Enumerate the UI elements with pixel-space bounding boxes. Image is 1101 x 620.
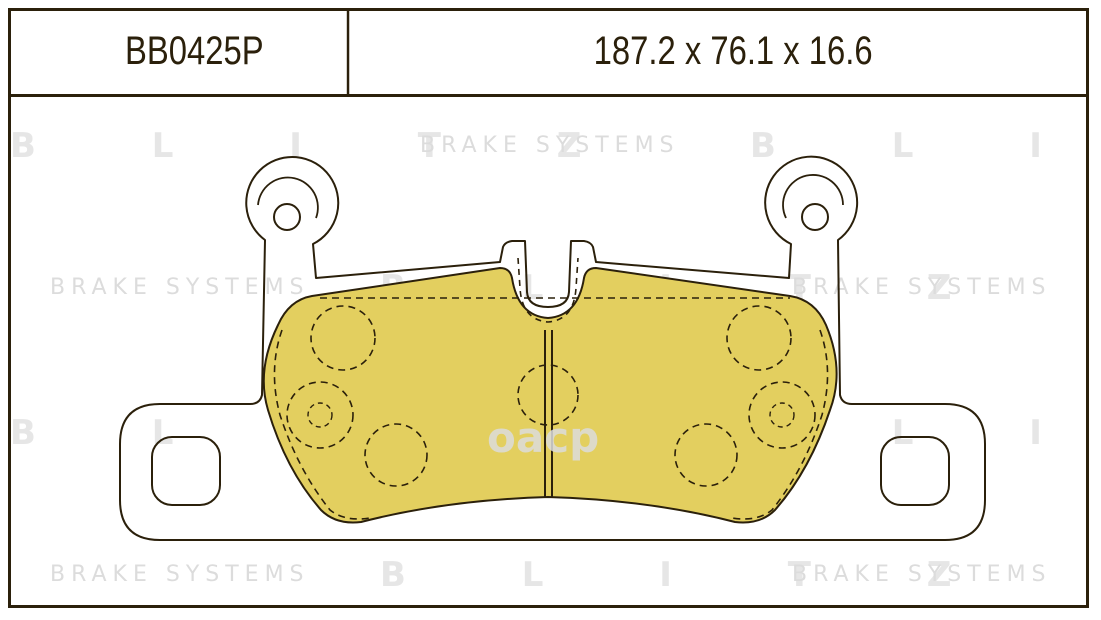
piston-circle xyxy=(674,423,738,487)
hidden-outline xyxy=(273,297,829,520)
watermark-tagline: BRAKE SYSTEMS xyxy=(792,275,1052,300)
part-number: BB0425P xyxy=(42,8,350,94)
dimensions-cell: 187.2 x 76.1 x 16.6 xyxy=(383,8,1083,94)
outer-frame xyxy=(8,8,1089,608)
piston-circle xyxy=(517,364,579,426)
piston-circle xyxy=(726,305,792,371)
watermark-tagline: BRAKE SYSTEMS xyxy=(420,133,680,158)
watermark-tagline: BRAKE SYSTEMS xyxy=(50,562,310,587)
piston-circle xyxy=(364,423,428,487)
watermark-tagline: BRAKE SYSTEMS xyxy=(792,562,1052,587)
ear-hole xyxy=(273,203,301,231)
mounting-slot xyxy=(151,436,221,506)
piston-circle xyxy=(307,402,333,428)
header-table: BB0425P 187.2 x 76.1 x 16.6 xyxy=(8,8,1089,97)
logo-watermark: oacp xyxy=(487,413,599,462)
watermark-tagline: BRAKE SYSTEMS xyxy=(50,275,310,300)
backing-plate xyxy=(119,155,986,541)
piston-circle xyxy=(286,381,354,449)
watermark-brand: B L I T Z xyxy=(750,126,1101,166)
dimensions: 187.2 x 76.1 x 16.6 xyxy=(593,28,873,73)
piston-circle xyxy=(769,402,795,428)
watermark-brand: B L I T Z xyxy=(380,555,1003,595)
friction-pad xyxy=(262,267,838,524)
piston-circle xyxy=(310,305,376,371)
ear-hole xyxy=(801,203,829,231)
watermark-brand: B L I T Z xyxy=(10,126,633,166)
piston-circle xyxy=(748,381,816,449)
mounting-slot xyxy=(880,436,950,506)
